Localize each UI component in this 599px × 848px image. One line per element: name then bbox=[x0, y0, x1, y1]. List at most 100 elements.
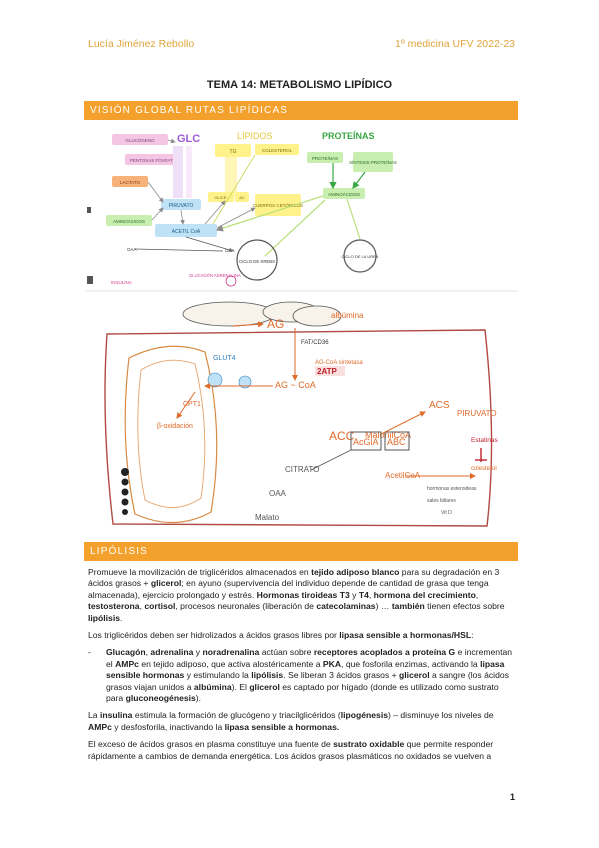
tg-text: TG bbox=[230, 149, 237, 155]
text-run: estimula la formación de glucógeno y tri… bbox=[132, 710, 341, 721]
ag-coa-text: AG ~ CoA bbox=[275, 380, 316, 390]
cpt-text: CPT1 bbox=[183, 401, 201, 408]
text-run: El exceso de ácidos grasos en plasma con… bbox=[88, 739, 334, 750]
text-run: y bbox=[193, 647, 203, 658]
text-run: AMPc bbox=[115, 658, 139, 669]
text-run: , bbox=[475, 589, 479, 600]
atp-box bbox=[315, 366, 345, 376]
colesterol-sketch-text: colesterol bbox=[471, 466, 497, 472]
cell-metabolism-sketch: AG albúmina FAT/CD36 AG-CoA sintetasa 2A… bbox=[104, 301, 498, 527]
hormonas-text: hormonas esteroideas bbox=[427, 486, 477, 492]
acetilcoa-text: AcetilCoA bbox=[385, 471, 421, 480]
lipolisis-paragraph-1: Promueve la movilización de triglicérido… bbox=[88, 567, 516, 624]
beta-oxidacion-text: β-oxidación bbox=[157, 423, 193, 430]
text-run: lipasa sensible a hormonas. bbox=[224, 721, 340, 732]
text-run: hormona del crecimiento bbox=[373, 589, 476, 600]
pentosas-box bbox=[125, 154, 181, 165]
acgla-box bbox=[350, 431, 382, 451]
text-run: que permite responder rápidamente a camb… bbox=[88, 739, 494, 761]
abc-text: ABC bbox=[387, 437, 406, 447]
text-run: actúan sobre bbox=[259, 647, 314, 658]
albumina-text: albúmina bbox=[331, 311, 364, 320]
text-run: albúmina bbox=[193, 681, 232, 692]
sales-text: sales biliares bbox=[427, 498, 456, 504]
text-run: receptores acoplados a proteína G bbox=[313, 647, 456, 658]
glut-circle bbox=[207, 372, 223, 388]
text-run: . bbox=[120, 612, 123, 623]
urea-cycle-text: CICLO DE LA UREA bbox=[342, 254, 379, 259]
cell-membrane bbox=[104, 329, 493, 527]
glucogeno-box bbox=[112, 134, 168, 145]
krebs-cycle-circle bbox=[236, 239, 278, 281]
text-run: lipasa sensible a hormonas/HSL bbox=[339, 630, 472, 641]
text-run: glicerol bbox=[150, 578, 182, 589]
adipocyte-3 bbox=[292, 305, 342, 327]
lipolisis-paragraph-2: Los triglicéridos deben ser hidrolizados… bbox=[88, 630, 516, 641]
glice-text: GLICE. bbox=[214, 195, 227, 200]
krebs-cycle-text: CICLO DE KREBS bbox=[239, 259, 275, 264]
oaa-a-text: OAA bbox=[127, 247, 137, 252]
sintesis-box bbox=[353, 152, 393, 172]
lactato-box bbox=[112, 176, 148, 187]
vitd-text: Vit D bbox=[441, 510, 452, 516]
text-run: cortisol bbox=[144, 601, 176, 612]
glycolysis-bar bbox=[173, 146, 183, 198]
ac-box bbox=[235, 192, 249, 202]
atp-text: 2ATP bbox=[317, 367, 338, 376]
fat-text: FAT/CD36 bbox=[301, 340, 329, 346]
hormone-icon bbox=[225, 275, 237, 287]
proteinas-box bbox=[307, 152, 343, 163]
oaa-b-text: OAA bbox=[225, 248, 235, 253]
text-run: lipogénesis bbox=[340, 710, 388, 721]
text-run: Hormonas tiroideas T3 bbox=[256, 589, 350, 600]
text-run: , bbox=[368, 589, 374, 600]
bullet-dash: - bbox=[88, 647, 91, 658]
cuerpos-text: CUERPOS CETÓNICOS bbox=[253, 202, 303, 208]
glut4-text: GLUT4 bbox=[213, 355, 236, 362]
text-run: sustrato oxidable bbox=[333, 739, 405, 750]
section-heading-lipolisis: LIPÓLISIS bbox=[84, 542, 518, 561]
oaa-sketch-text: OAA bbox=[269, 489, 287, 498]
text-run: en tejido adiposo, que activa alostérica… bbox=[138, 658, 323, 669]
text-run: , bbox=[145, 647, 151, 658]
lipolisis-paragraph-3: La insulina estimula la formación de glu… bbox=[88, 710, 516, 733]
aminoacidos-right-text: AMINOÁCIDOS bbox=[328, 191, 360, 197]
marker-square-bottom bbox=[87, 276, 93, 284]
text-run: lipólisis bbox=[251, 670, 284, 681]
marker-square bbox=[87, 207, 91, 213]
aminoacidos-left-box bbox=[106, 215, 152, 226]
text-run: es captado por hígado (donde es utilizad… bbox=[106, 681, 499, 704]
text-run: y estimulando la bbox=[184, 670, 252, 681]
proteinas-box-text: PROTEÍNAS bbox=[312, 155, 338, 161]
text-run: ) – bbox=[387, 710, 401, 721]
section-heading-vision-global: VISIÓN GLOBAL RUTAS LIPÍDICAS bbox=[84, 101, 518, 120]
glut-circle-2 bbox=[238, 375, 252, 389]
text-run: Los triglicéridos deben ser hidrolizados… bbox=[88, 630, 340, 641]
colesterol-text: COLESTEROL bbox=[262, 148, 293, 153]
glucagon-text: GLUCAGÓN ADRENALINA bbox=[189, 273, 241, 278]
acil-coa-text: AG-CoA sintetasa bbox=[315, 360, 363, 366]
lipid-bar bbox=[225, 157, 237, 197]
text-run: lipasa sensible hormonas bbox=[106, 658, 505, 681]
header-author: Lucía Jiménez Rebollo bbox=[88, 38, 195, 50]
text-run: ). El bbox=[231, 681, 250, 692]
piruvato-sketch-text: PIRUVATO bbox=[457, 409, 497, 418]
text-run: T4 bbox=[358, 589, 369, 600]
ag-top-text: AG bbox=[267, 317, 284, 331]
text-run: AMPc bbox=[88, 721, 112, 732]
lactato-text: LACTATO bbox=[120, 180, 141, 185]
text-run: lipólisis bbox=[88, 612, 120, 623]
lipolisis-body: Promueve la movilización de triglicérido… bbox=[88, 567, 516, 768]
piruvato-box bbox=[161, 199, 201, 210]
text-run: ) … bbox=[375, 601, 392, 612]
lipolisis-bullet: - Glucagón, adrenalina y noradrenalina a… bbox=[88, 647, 516, 704]
text-run: ). bbox=[195, 693, 202, 704]
cuerpos-box bbox=[255, 194, 301, 216]
text-run: noradrenalina bbox=[202, 647, 260, 658]
pentosas-text: PENTOSAS FOSFATO bbox=[130, 158, 177, 163]
citrato-text: CITRATO bbox=[285, 465, 319, 474]
acs-text: ACS bbox=[429, 400, 450, 411]
text-run: y desfosforila, inactivando la bbox=[111, 721, 225, 732]
bullet-text: Glucagón, adrenalina y noradrenalina act… bbox=[106, 647, 516, 704]
ac-text: AC bbox=[239, 195, 245, 200]
